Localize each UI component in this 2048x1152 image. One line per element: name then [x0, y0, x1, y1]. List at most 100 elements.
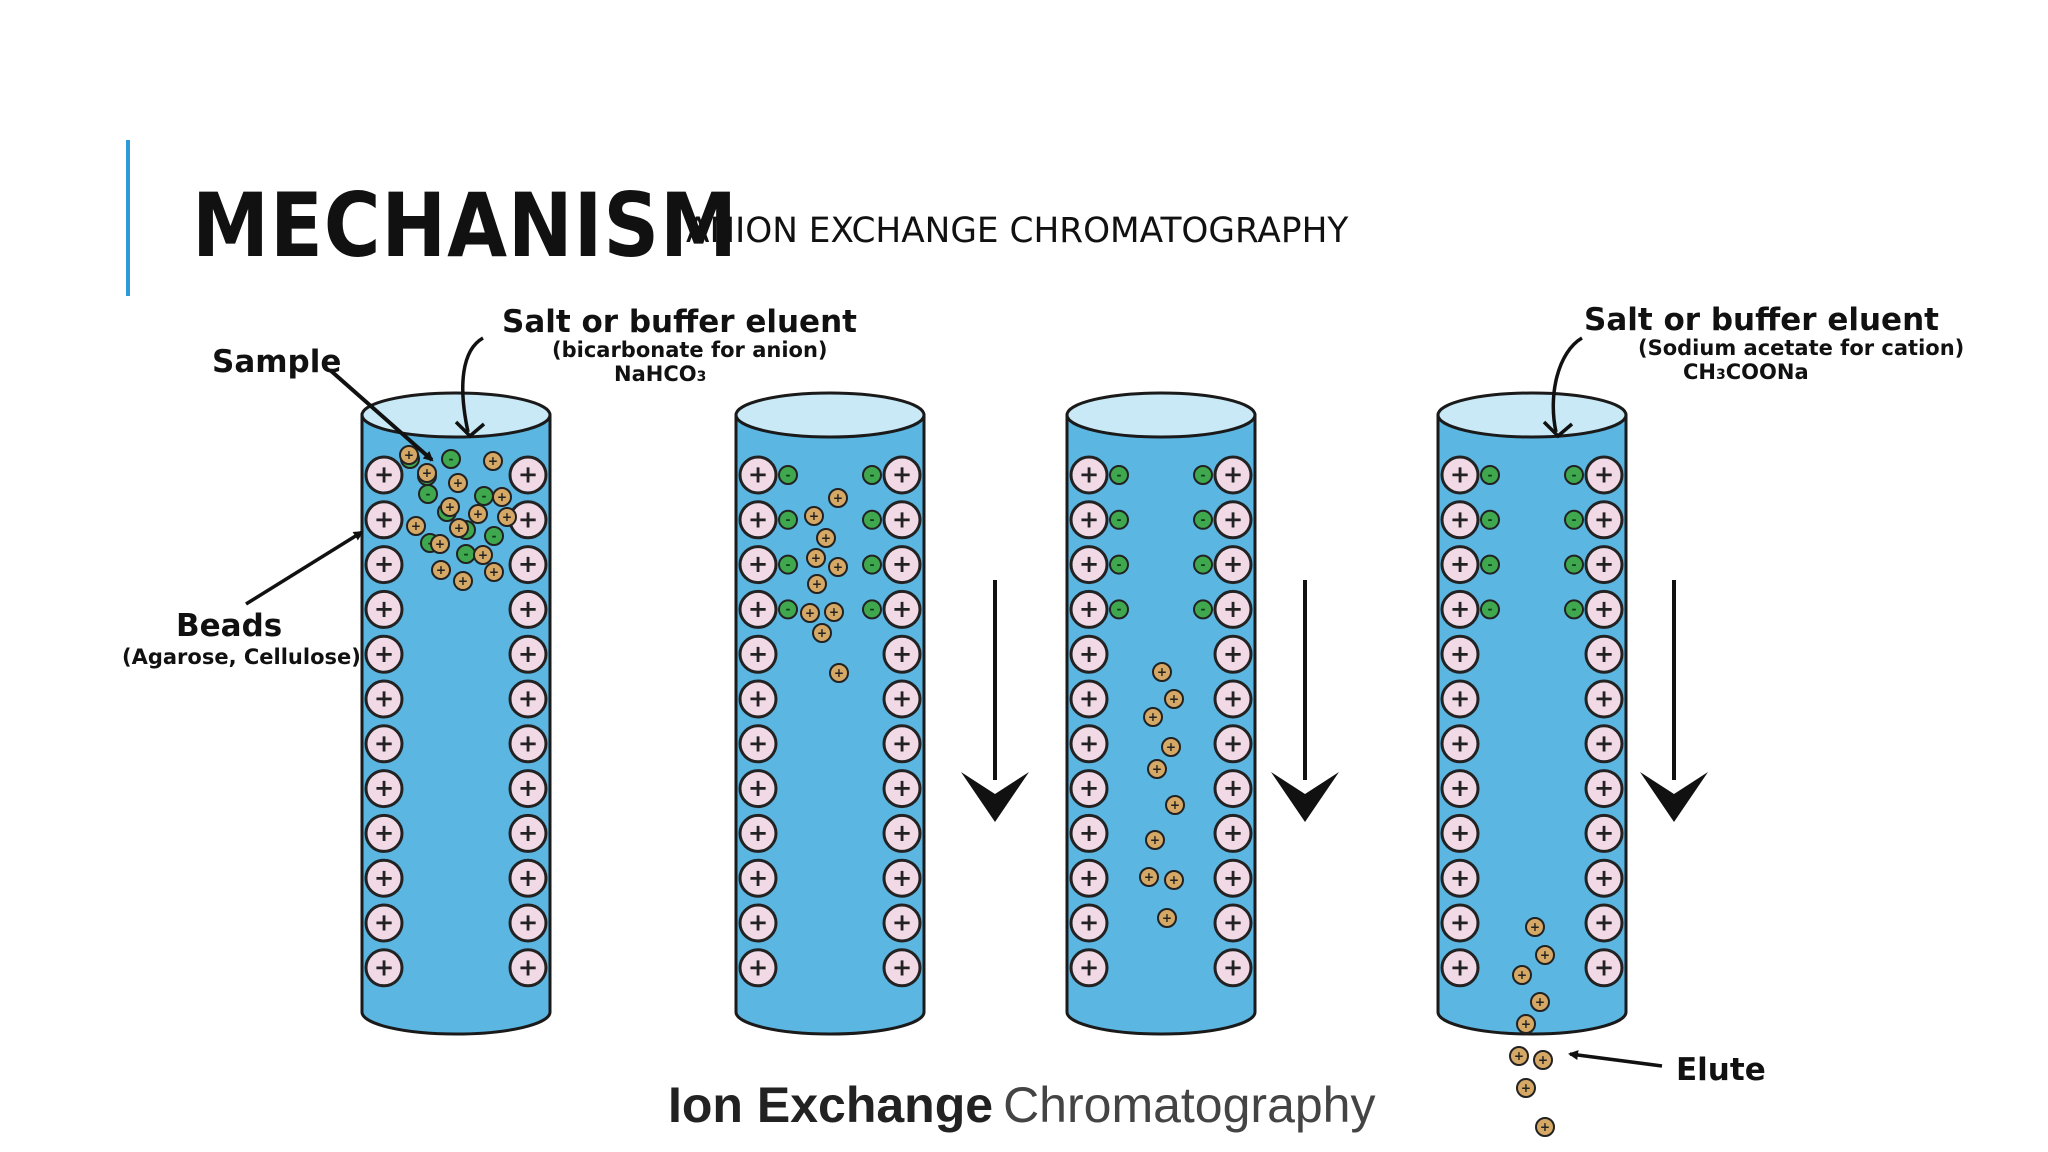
svg-text:+: +	[748, 639, 768, 668]
svg-text:+: +	[1540, 948, 1550, 962]
bead: +	[366, 726, 402, 762]
bead: +	[510, 905, 546, 941]
bound-anion: -	[1110, 556, 1128, 574]
svg-text:+: +	[518, 639, 538, 668]
svg-text:+: +	[374, 549, 394, 578]
svg-text:+: +	[892, 952, 912, 981]
svg-text:+: +	[518, 908, 538, 937]
bead: +	[1586, 591, 1622, 627]
svg-text:-: -	[491, 529, 496, 543]
svg-text:+: +	[1594, 908, 1614, 937]
bead: +	[1215, 771, 1251, 807]
sample-particle: +	[829, 558, 847, 576]
svg-text:+: +	[1594, 594, 1614, 623]
bead: +	[366, 591, 402, 627]
svg-text:+: +	[1223, 639, 1243, 668]
svg-text:+: +	[748, 504, 768, 533]
svg-text:+: +	[1521, 1081, 1531, 1095]
sample-particle: +	[474, 546, 492, 564]
bead: +	[1215, 815, 1251, 851]
svg-text:-: -	[785, 557, 790, 571]
bead: +	[1071, 771, 1107, 807]
svg-text:+: +	[1450, 863, 1470, 892]
bound-anion: -	[863, 511, 881, 529]
bead: +	[1442, 681, 1478, 717]
svg-text:+: +	[1223, 818, 1243, 847]
svg-text:+: +	[833, 491, 843, 505]
svg-text:+: +	[1450, 504, 1470, 533]
svg-text:+: +	[1450, 549, 1470, 578]
bead: +	[1442, 726, 1478, 762]
svg-text:+: +	[1450, 908, 1470, 937]
bead: +	[1586, 636, 1622, 672]
svg-text:+: +	[436, 563, 446, 577]
svg-text:-: -	[785, 513, 790, 527]
sample-particle: +	[450, 519, 468, 537]
sample-particle: +	[1166, 796, 1184, 814]
svg-text:+: +	[435, 537, 445, 551]
svg-text:-: -	[785, 602, 790, 616]
bead: +	[740, 860, 776, 896]
svg-text:+: +	[489, 565, 499, 579]
sample-particle: +	[432, 561, 450, 579]
sample-particle: +	[431, 535, 449, 553]
svg-text:+: +	[1594, 460, 1614, 489]
svg-text:-: -	[1116, 513, 1121, 527]
svg-text:+: +	[454, 521, 464, 535]
eluent-right-note: (Sodium acetate for cation)	[1638, 336, 1964, 360]
svg-text:+: +	[1223, 549, 1243, 578]
svg-text:-: -	[1487, 468, 1492, 482]
svg-text:+: +	[411, 519, 421, 533]
sample-particle: +	[1140, 868, 1158, 886]
svg-text:-: -	[1200, 513, 1205, 527]
svg-text:+: +	[1594, 952, 1614, 981]
bound-anion: -	[779, 556, 797, 574]
svg-text:+: +	[1450, 773, 1470, 802]
sample-particle: +	[829, 489, 847, 507]
svg-text:+: +	[1148, 710, 1158, 724]
svg-text:+: +	[404, 448, 414, 462]
svg-text:+: +	[1514, 1049, 1524, 1063]
bead: +	[884, 726, 920, 762]
sample-particle: +	[1153, 663, 1171, 681]
bead: +	[1215, 681, 1251, 717]
bound-anion: -	[1565, 600, 1583, 618]
svg-text:+: +	[374, 818, 394, 847]
svg-text:+: +	[1079, 460, 1099, 489]
svg-text:+: +	[1517, 968, 1527, 982]
anion-particle: -	[485, 527, 503, 545]
bead: +	[1442, 547, 1478, 583]
eluent-right-formula: CH3COONa	[1683, 360, 1809, 384]
svg-text:+: +	[1079, 728, 1099, 757]
bead: +	[1586, 815, 1622, 851]
flow-arrow	[1640, 580, 1708, 822]
bound-anion: -	[1110, 466, 1128, 484]
svg-text:+: +	[809, 509, 819, 523]
svg-text:+: +	[518, 684, 538, 713]
bead: +	[366, 636, 402, 672]
svg-text:-: -	[785, 468, 790, 482]
svg-text:+: +	[1223, 460, 1243, 489]
svg-text:+: +	[518, 728, 538, 757]
bound-anion: -	[1565, 511, 1583, 529]
svg-text:+: +	[518, 863, 538, 892]
sample-particle: +	[1165, 871, 1183, 889]
svg-text:+: +	[812, 577, 822, 591]
svg-text:+: +	[1079, 684, 1099, 713]
bead: +	[740, 815, 776, 851]
svg-text:+: +	[748, 594, 768, 623]
bead: +	[1442, 502, 1478, 538]
svg-text:-: -	[1571, 513, 1576, 527]
svg-text:+: +	[1594, 863, 1614, 892]
bound-anion: -	[863, 556, 881, 574]
bead: +	[1215, 502, 1251, 538]
bead: +	[740, 547, 776, 583]
svg-text:+: +	[497, 490, 507, 504]
sample-particle: +	[825, 603, 843, 621]
bead: +	[1071, 591, 1107, 627]
svg-text:+: +	[829, 605, 839, 619]
bead: +	[366, 457, 402, 493]
svg-text:+: +	[821, 531, 831, 545]
bound-anion: -	[779, 511, 797, 529]
bead: +	[1071, 457, 1107, 493]
